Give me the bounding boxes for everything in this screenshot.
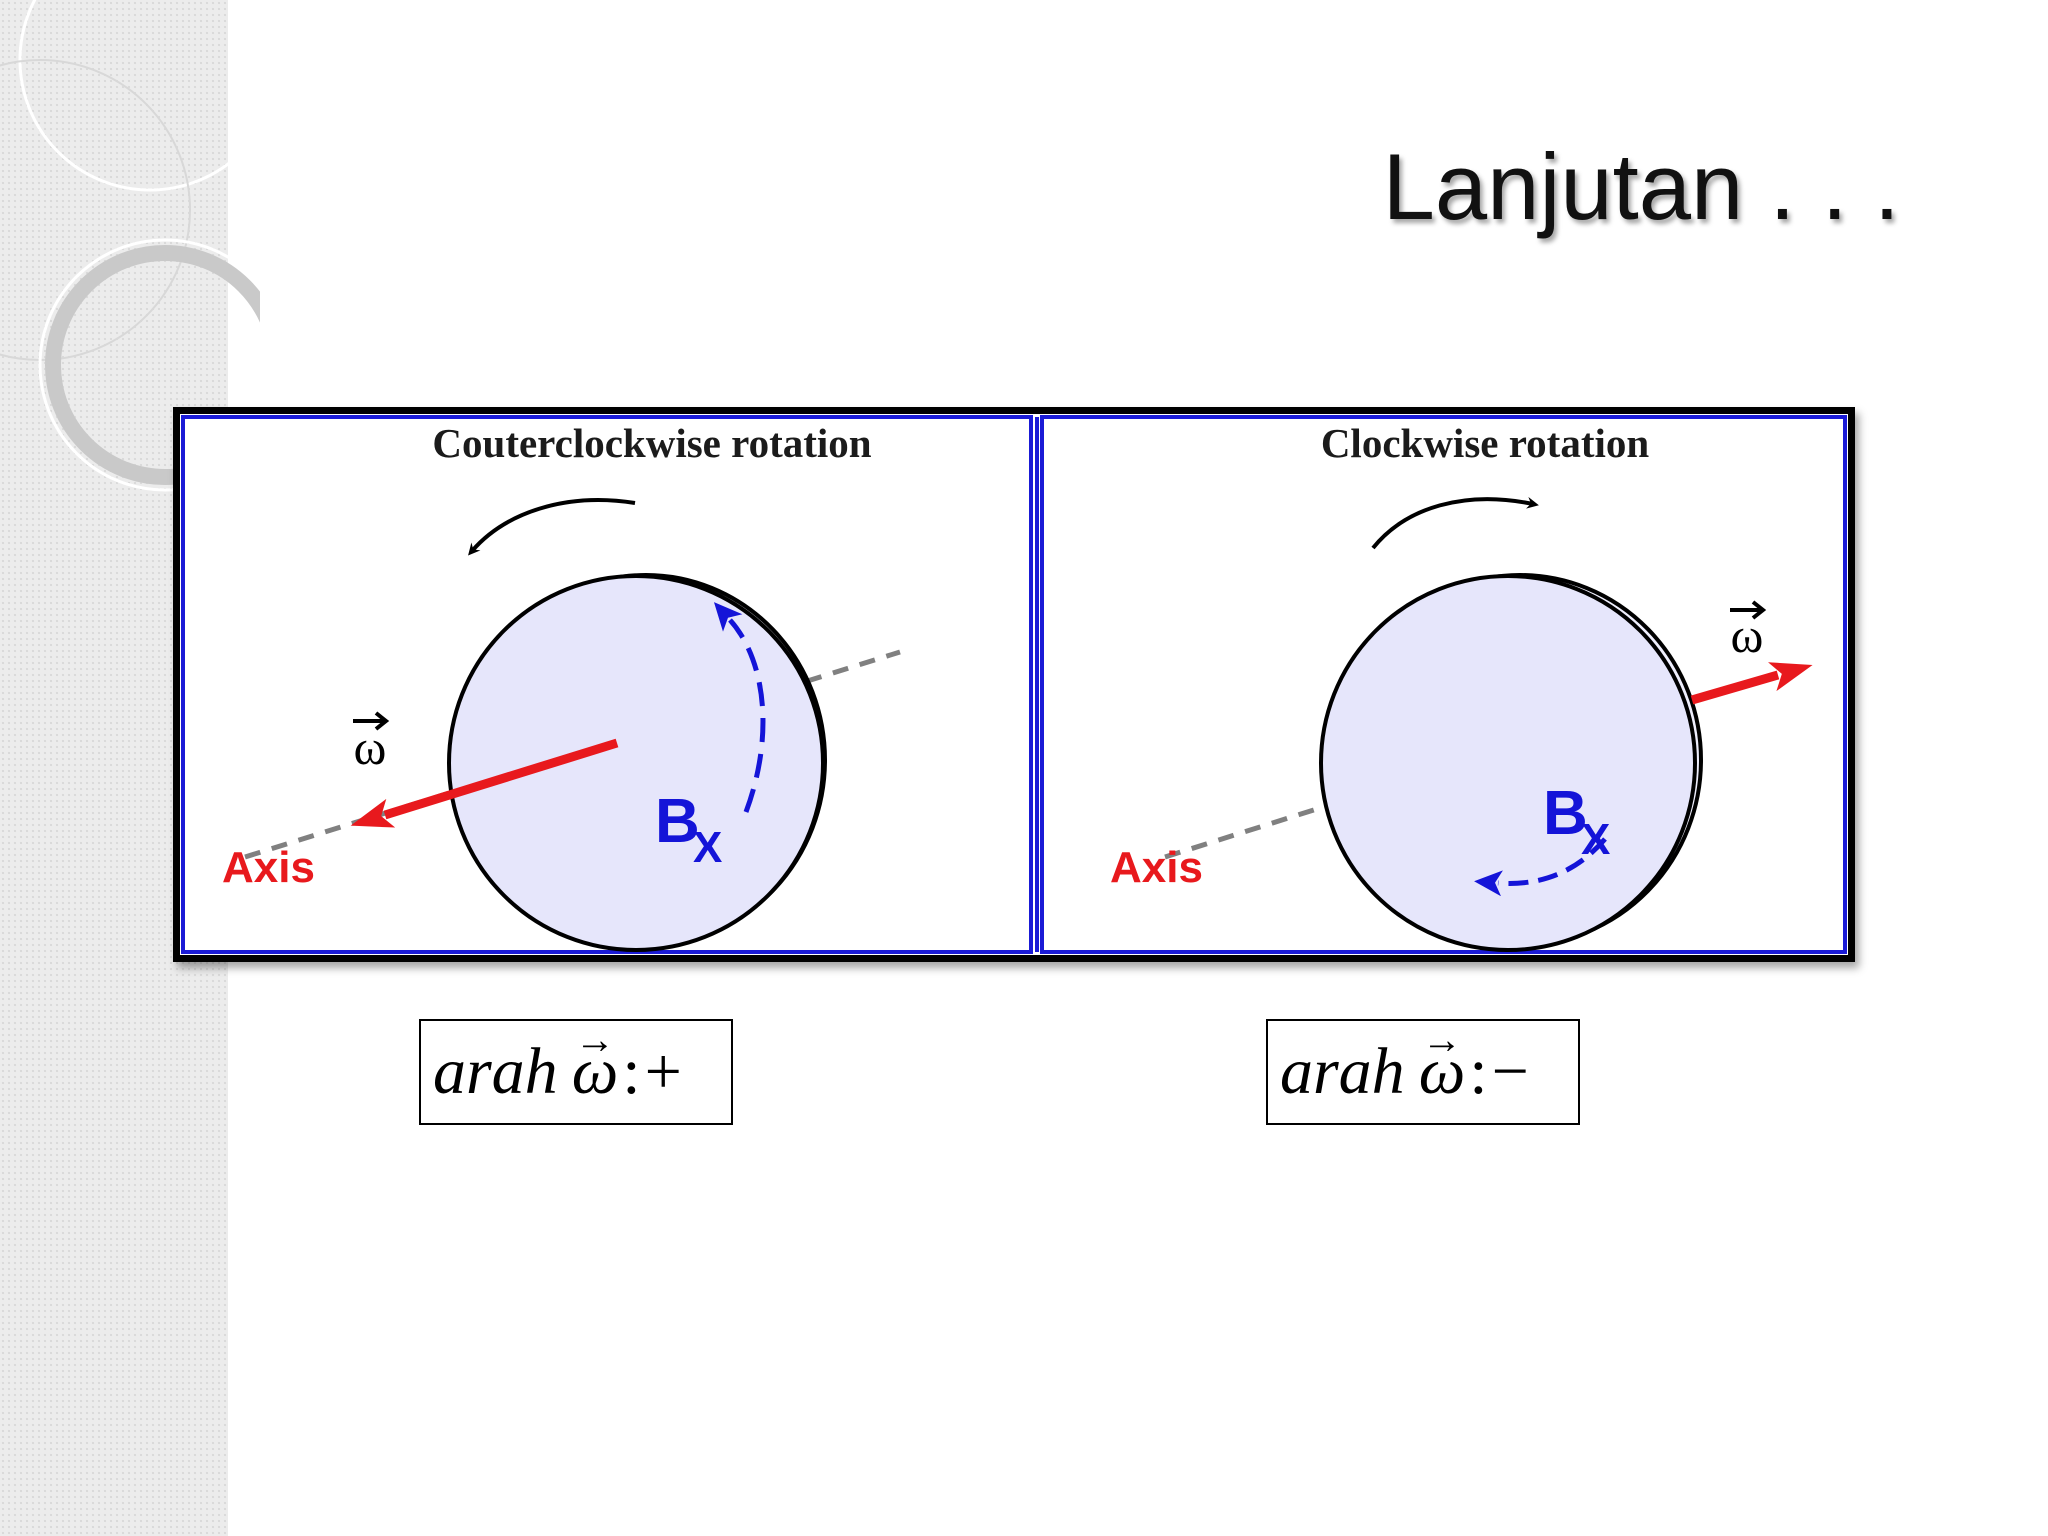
right-panel-title: Clockwise rotation (1321, 420, 1650, 466)
left-omega-vector-arrow-icon (353, 711, 390, 731)
slide-title: Lanjutan . . . (1382, 134, 1900, 239)
formula-right-omega-symbol: ω (1418, 1035, 1466, 1108)
decorative-ring-large (18, 0, 260, 192)
formula-counterclockwise: arah → ω : + (419, 1019, 733, 1125)
left-panel-border (181, 415, 1033, 954)
left-disk (447, 574, 825, 952)
formula-left-colon: : (622, 1035, 641, 1108)
counterclockwise-arrow (468, 498, 636, 556)
left-field-rotation-arrow (713, 602, 766, 813)
formula-right-sign: − (1491, 1035, 1529, 1108)
left-omega-vector (350, 738, 619, 828)
formula-left-word: arah (433, 1035, 558, 1108)
left-field-label: B (655, 787, 700, 856)
formula-right-word: arah (1280, 1035, 1405, 1108)
right-field-rotation-arrow (1474, 837, 1607, 897)
right-field-subscript: X (1581, 815, 1610, 864)
formula-left-omega-symbol: ω (571, 1035, 619, 1108)
formula-left-sign: + (644, 1035, 682, 1108)
right-field-label: B (1543, 779, 1588, 848)
formula-left-vector-arrow-icon: → (574, 1017, 615, 1062)
decorative-ring-thick (45, 245, 260, 485)
decorative-ring-highlight (38, 238, 260, 492)
left-axis-label: Axis (222, 843, 315, 892)
formula-right-colon: : (1469, 1035, 1488, 1108)
left-omega-label: ω (354, 719, 387, 775)
right-panel-border (1040, 415, 1847, 954)
rotation-diagram-canvas: Couterclockwise rotation ω B X Axis Cloc… (181, 415, 1847, 954)
rotation-diagram: Couterclockwise rotation ω B X Axis Cloc… (173, 407, 1855, 962)
left-field-subscript: X (693, 823, 722, 872)
formula-right-omega: → ω (1418, 1020, 1466, 1110)
right-panel: Clockwise rotation ω B X Axis (1040, 415, 1847, 954)
formula-clockwise: arah → ω : − (1266, 1019, 1580, 1125)
clockwise-arrow (1371, 496, 1539, 550)
left-panel-title: Couterclockwise rotation (432, 420, 871, 466)
formula-left-omega: → ω (571, 1020, 619, 1110)
right-omega-vector-arrow-icon (1730, 600, 1767, 620)
decorative-rings (0, 0, 260, 492)
right-omega-vector (1690, 662, 1813, 705)
right-disk (1319, 574, 1697, 952)
left-panel: Couterclockwise rotation ω B X Axis (181, 415, 1033, 954)
right-axis-label: Axis (1110, 843, 1203, 892)
formula-right-vector-arrow-icon: → (1421, 1017, 1462, 1062)
